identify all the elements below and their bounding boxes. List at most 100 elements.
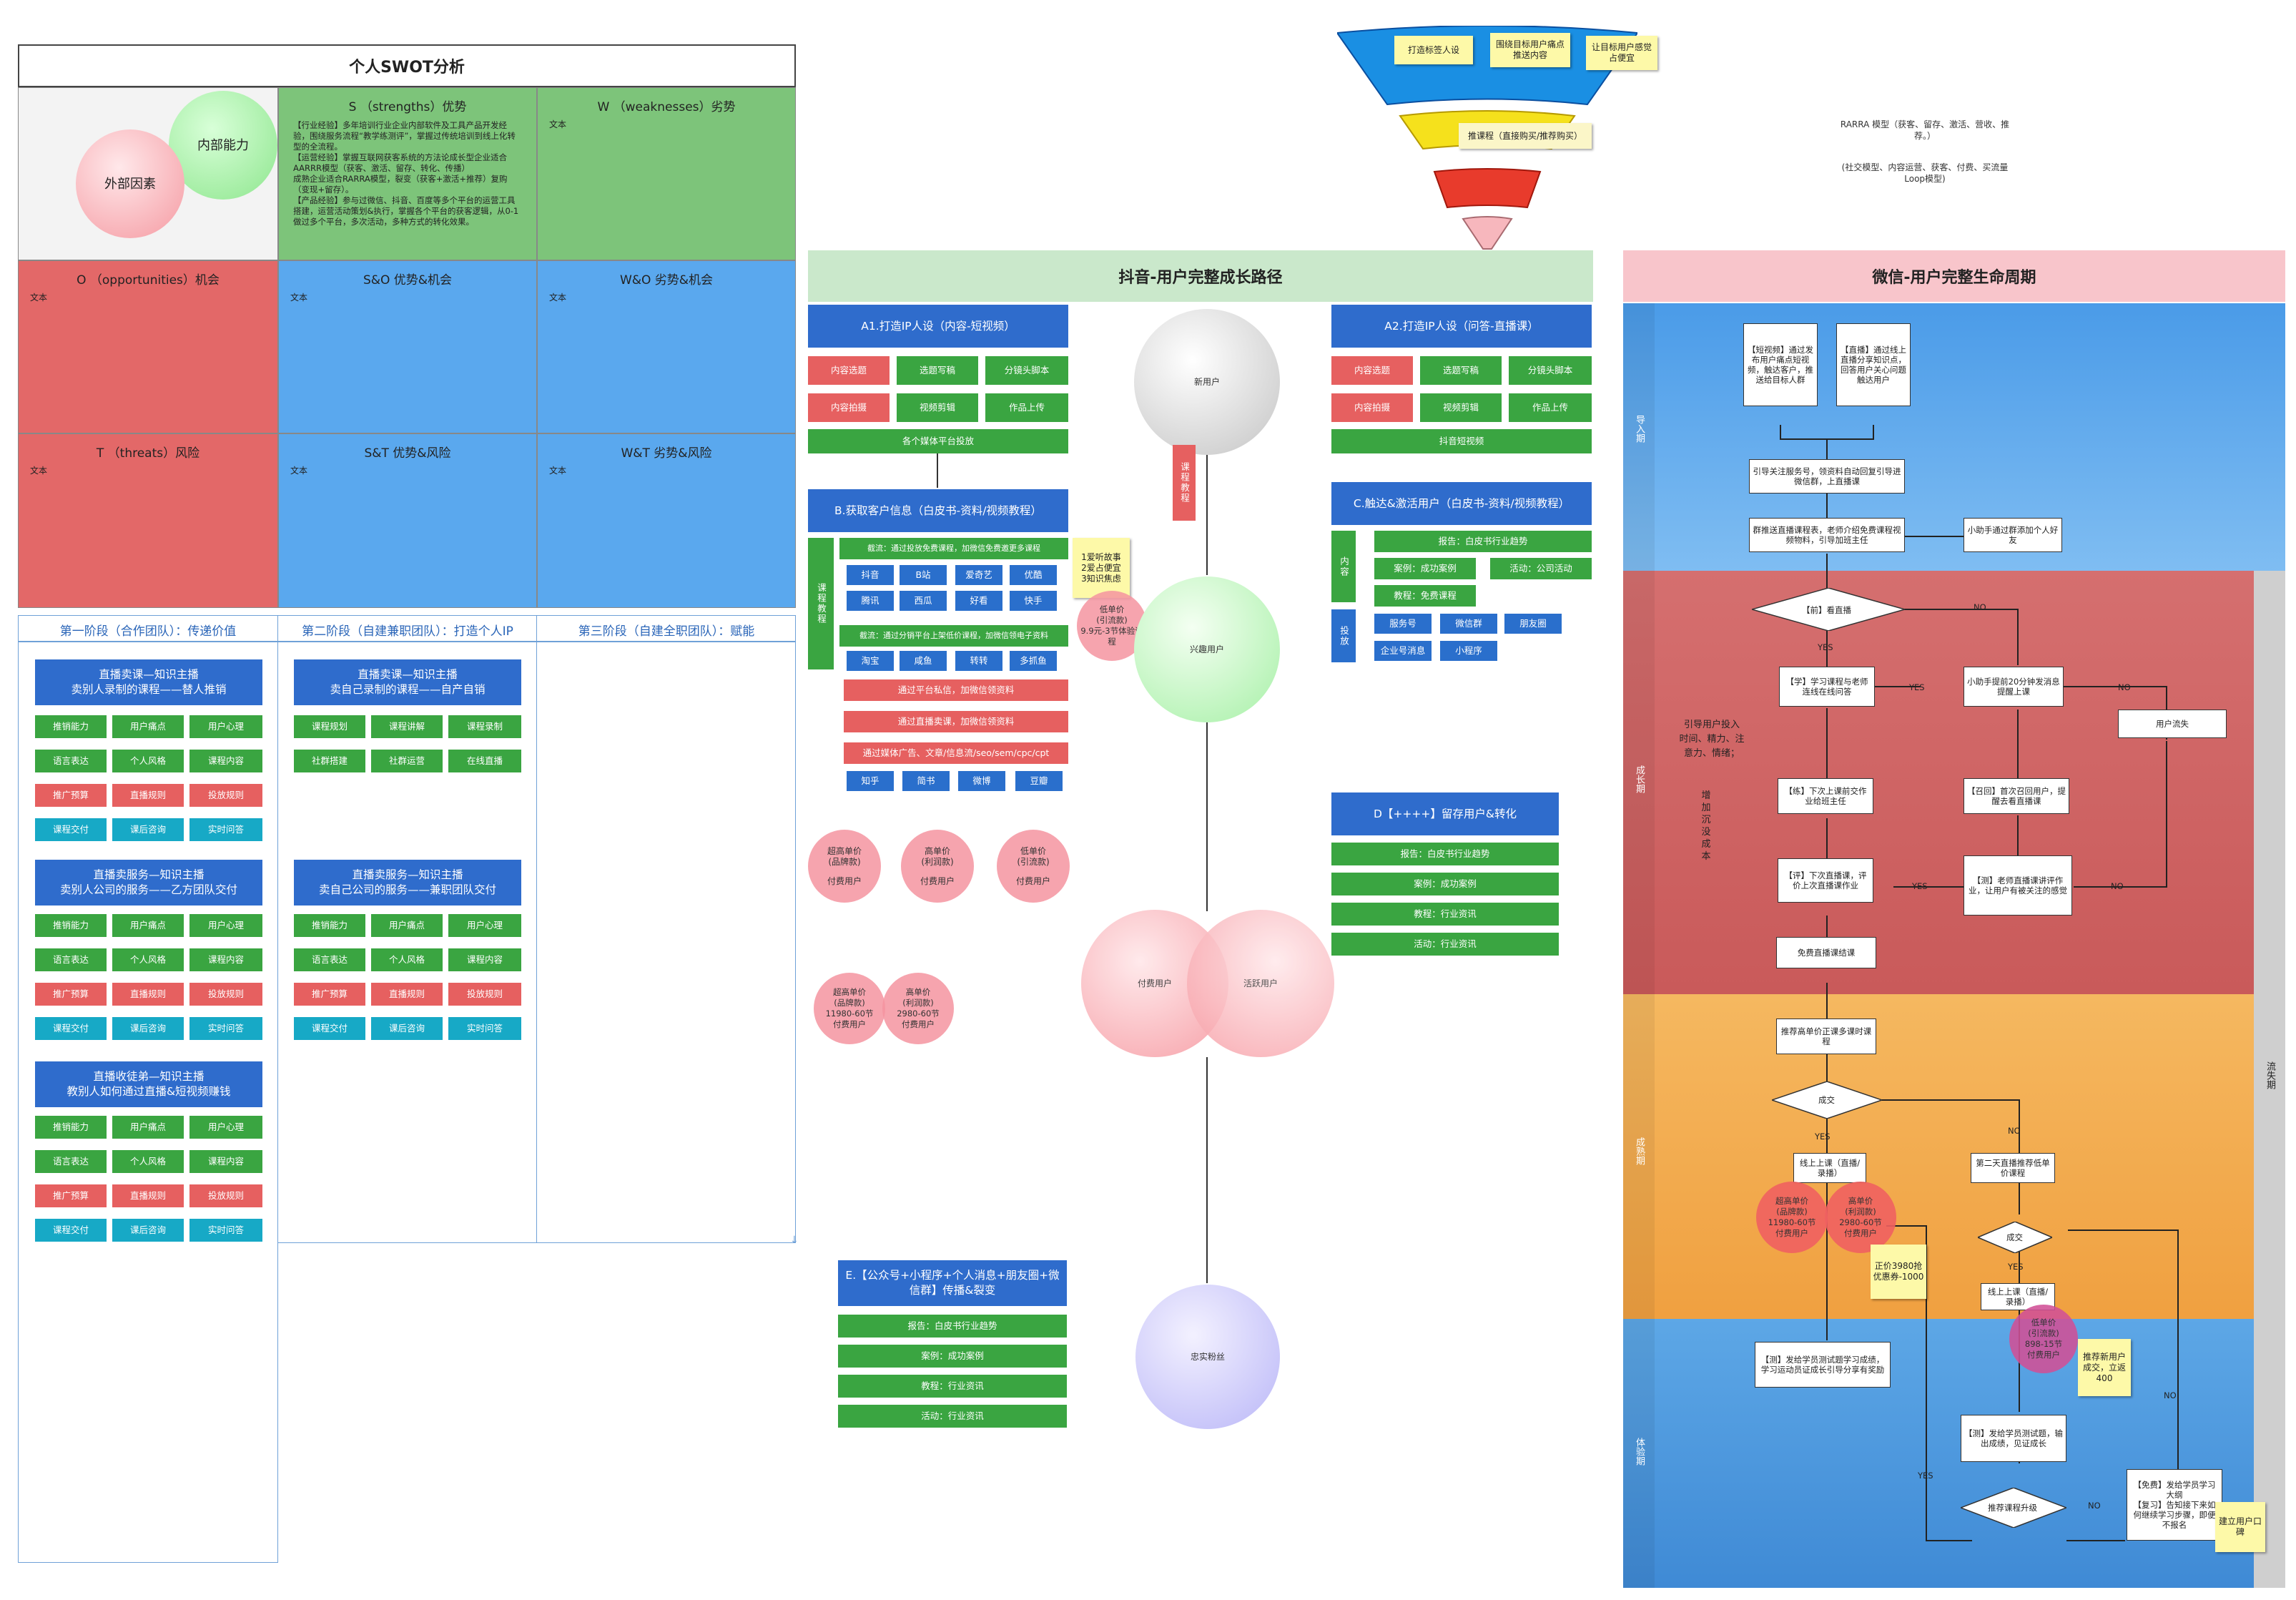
tag-style[interactable]: 个人风格 [112,948,184,971]
a2-script[interactable]: 分镜头脚本 [1509,356,1592,385]
tag-live-rules[interactable]: 直播规则 [112,983,184,1006]
tag-expression[interactable]: 语言表达 [35,948,107,971]
tag-sales[interactable]: 推销能力 [35,1116,107,1139]
b-tag-haokan[interactable]: 好看 [955,591,1002,611]
tag-sales[interactable]: 推销能力 [35,715,107,738]
tag-expression[interactable]: 语言表达 [35,1150,107,1173]
b-tag-xianyu[interactable]: 咸鱼 [900,651,947,671]
tag-delivery[interactable]: 课程交付 [294,1017,365,1040]
tag-delivery[interactable]: 课程交付 [35,818,107,841]
a1-writing[interactable]: 选题写稿 [897,356,978,385]
tag-expression[interactable]: 语言表达 [35,750,107,772]
c-tag-moments[interactable]: 朋友圈 [1504,614,1562,634]
a2-editing[interactable]: 视频剪辑 [1420,393,1502,422]
c-tag-miniapp[interactable]: 小程序 [1440,641,1497,661]
c-tag-service[interactable]: 服务号 [1374,614,1432,634]
a1-script[interactable]: 分镜头脚本 [985,356,1068,385]
a2-shooting[interactable]: 内容拍摄 [1331,393,1413,422]
b-row5[interactable]: 通过媒体广告、文章/信息流/seo/sem/cpc/cpt [844,742,1068,764]
b-tag-tencent[interactable]: 腾讯 [847,591,894,611]
b-tag-weibo[interactable]: 微博 [958,771,1005,791]
tag-style[interactable]: 个人风格 [371,948,443,971]
tag-online-live[interactable]: 在线直播 [448,750,521,772]
a1-topic[interactable]: 内容选题 [808,356,890,385]
tag-budget[interactable]: 推广预算 [35,1184,107,1207]
tag-ad-rules[interactable]: 投放规则 [189,784,262,807]
tag-ad-rules[interactable]: 投放规则 [189,1184,262,1207]
a2-topic[interactable]: 内容选题 [1331,356,1413,385]
b-tag-iqiyi[interactable]: 爱奇艺 [955,565,1002,585]
c-tutorial[interactable]: 教程：免费课程 [1374,585,1476,607]
tag-community-build[interactable]: 社群搭建 [294,750,365,772]
tag-qa[interactable]: 实时问答 [448,1017,521,1040]
a2-writing[interactable]: 选题写稿 [1420,356,1502,385]
tag-qa[interactable]: 实时问答 [189,818,262,841]
tag-consult[interactable]: 课后咨询 [371,1017,443,1040]
b-tag-douyin[interactable]: 抖音 [847,565,894,585]
b-tag-jianshu[interactable]: 简书 [902,771,950,791]
tag-style[interactable]: 个人风格 [112,750,184,772]
b-row4[interactable]: 通过直播卖课，加微信领资料 [844,711,1068,732]
a1-editing[interactable]: 视频剪辑 [897,393,978,422]
tag-sales[interactable]: 推销能力 [35,914,107,937]
c-activity[interactable]: 活动：公司活动 [1490,558,1592,579]
tag-pain-point[interactable]: 用户痛点 [371,914,443,937]
tag-psychology[interactable]: 用户心理 [189,1116,262,1139]
tag-psychology[interactable]: 用户心理 [448,914,521,937]
d-report[interactable]: 报告：白皮书行业趋势 [1331,843,1559,865]
tag-qa[interactable]: 实时问答 [189,1219,262,1242]
tag-expression[interactable]: 语言表达 [294,948,365,971]
a1-bottom[interactable]: 各个媒体平台投放 [808,429,1068,453]
tag-qa[interactable]: 实时问答 [189,1017,262,1040]
b-tag-xigua[interactable]: 西瓜 [900,591,947,611]
tag-course-plan[interactable]: 课程规划 [294,715,365,738]
d-activity[interactable]: 活动：行业资讯 [1331,933,1559,956]
tag-ad-rules[interactable]: 投放规则 [189,983,262,1006]
tag-live-rules[interactable]: 直播规则 [112,1184,184,1207]
tag-delivery[interactable]: 课程交付 [35,1219,107,1242]
e-case[interactable]: 案例：成功案例 [838,1345,1067,1368]
tag-delivery[interactable]: 课程交付 [35,1017,107,1040]
c-report[interactable]: 报告：白皮书行业趋势 [1374,531,1592,552]
b-tag-zhihu[interactable]: 知乎 [847,771,894,791]
b-row3[interactable]: 通过平台私信，加微信领资料 [844,679,1068,701]
tag-course-record[interactable]: 课程录制 [448,715,521,738]
e-report[interactable]: 报告：白皮书行业趋势 [838,1315,1067,1338]
tag-content[interactable]: 课程内容 [448,948,521,971]
tag-consult[interactable]: 课后咨询 [112,1219,184,1242]
a2-bottom[interactable]: 抖音短视频 [1331,429,1592,453]
c-case[interactable]: 案例：成功案例 [1374,558,1476,579]
tag-style[interactable]: 个人风格 [112,1150,184,1173]
tag-course-explain[interactable]: 课程讲解 [371,715,443,738]
e-tutorial[interactable]: 教程：行业资讯 [838,1375,1067,1398]
b-tag-bilibili[interactable]: B站 [900,565,947,585]
tag-consult[interactable]: 课后咨询 [112,1017,184,1040]
tag-budget[interactable]: 推广预算 [294,983,365,1006]
tag-content[interactable]: 课程内容 [189,1150,262,1173]
e-activity[interactable]: 活动：行业资讯 [838,1405,1067,1428]
c-tag-enterprise[interactable]: 企业号消息 [1374,641,1432,661]
tag-budget[interactable]: 推广预算 [35,983,107,1006]
b-tag-duozhuayu[interactable]: 多抓鱼 [1010,651,1057,671]
b-tag-youku[interactable]: 优酷 [1010,565,1057,585]
tag-live-rules[interactable]: 直播规则 [112,784,184,807]
tag-sales[interactable]: 推销能力 [294,914,365,937]
d-tutorial[interactable]: 教程：行业资讯 [1331,903,1559,926]
tag-psychology[interactable]: 用户心理 [189,715,262,738]
b-tag-zhuanzhuan[interactable]: 转转 [955,651,1002,671]
b-row1[interactable]: 截流：通过投放免费课程，加微信免费邀更多课程 [839,538,1068,559]
d-case[interactable]: 案例：成功案例 [1331,873,1559,895]
b-row2[interactable]: 截流：通过分销平台上架低价课程，加微信领电子资料 [839,625,1068,647]
b-tag-taobao[interactable]: 淘宝 [847,651,894,671]
a1-shooting[interactable]: 内容拍摄 [808,393,890,422]
b-tag-kuaishou[interactable]: 快手 [1010,591,1057,611]
tag-budget[interactable]: 推广预算 [35,784,107,807]
a2-upload[interactable]: 作品上传 [1509,393,1592,422]
b-tag-douban[interactable]: 豆瓣 [1015,771,1063,791]
tag-content[interactable]: 课程内容 [189,750,262,772]
c-tag-group[interactable]: 微信群 [1440,614,1497,634]
tag-community-ops[interactable]: 社群运营 [371,750,443,772]
tag-live-rules[interactable]: 直播规则 [371,983,443,1006]
a1-upload[interactable]: 作品上传 [985,393,1068,422]
tag-pain-point[interactable]: 用户痛点 [112,1116,184,1139]
